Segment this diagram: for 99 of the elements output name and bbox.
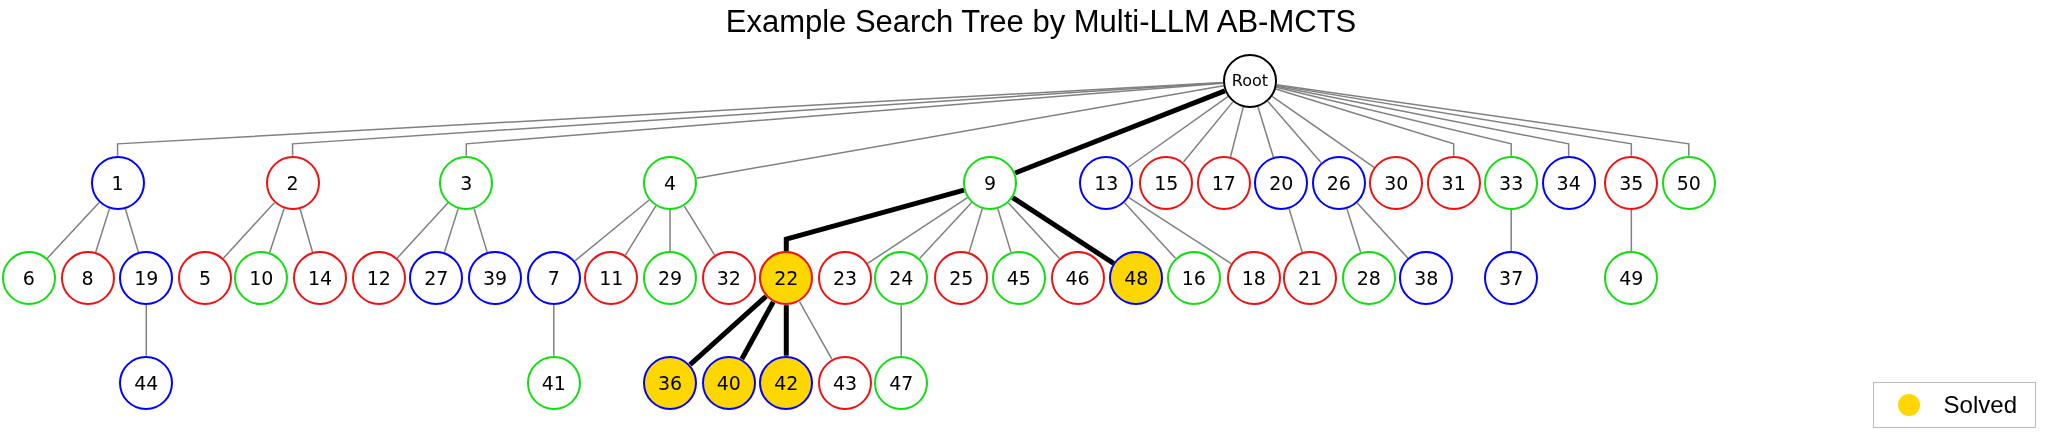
tree-node: 22 (759, 251, 814, 306)
tree-edge (783, 305, 789, 356)
tree-node: 25 (934, 251, 989, 306)
tree-node: 20 (1254, 155, 1309, 210)
tree-node: 40 (701, 355, 756, 410)
tree-node: 15 (1139, 155, 1194, 210)
tree-edge (900, 304, 902, 357)
tree-node: 14 (293, 251, 347, 306)
tree-edge (1630, 209, 1633, 252)
tree-edge (1014, 88, 1226, 176)
tree-node: 49 (1604, 251, 1659, 306)
tree-edge (798, 301, 833, 360)
tree-node: 31 (1426, 155, 1481, 210)
tree-node: 33 (1484, 155, 1539, 210)
tree-node: 38 (1399, 251, 1454, 306)
tree-edge (94, 207, 111, 254)
tree-node: 46 (1050, 251, 1105, 306)
tree-edge (1288, 207, 1303, 254)
tree-node: 35 (1604, 155, 1659, 210)
tree-node: 29 (643, 251, 698, 306)
tree-edge (124, 207, 140, 254)
tree-node: 48 (1109, 251, 1164, 306)
tree-node: 37 (1484, 251, 1539, 306)
tree-node: 30 (1369, 155, 1424, 210)
tree-node: 12 (351, 251, 406, 306)
tree-edge (1123, 202, 1177, 260)
tree-edge (573, 199, 650, 262)
tree-edge (1356, 202, 1409, 260)
tree-node: 19 (119, 251, 174, 306)
tree-node: 27 (409, 251, 464, 306)
tree-node: 3 (439, 155, 494, 210)
tree-edge (1275, 86, 1512, 157)
tree-node: 4 (643, 155, 698, 210)
tree-edge (1007, 202, 1061, 260)
tree-edge (1275, 85, 1570, 157)
tree-node: 2 (265, 155, 320, 210)
tree-edge (145, 304, 148, 357)
tree-node: Root (1222, 53, 1277, 108)
tree-edge (1011, 195, 1116, 266)
tree-edge (669, 209, 671, 252)
tree-node: 42 (759, 355, 814, 410)
tree-edge (553, 304, 555, 357)
tree-node: 50 (1661, 155, 1716, 210)
tree-edge (968, 207, 983, 254)
tree-node: 47 (874, 355, 929, 410)
tree-edge (624, 205, 657, 256)
tree-node: 28 (1341, 251, 1396, 306)
tree-node: 16 (1166, 251, 1221, 306)
tree-edge (1271, 95, 1375, 169)
tree-node: 13 (1079, 155, 1134, 210)
tree-node: 41 (526, 355, 581, 410)
tree-node: 24 (874, 251, 929, 306)
tree-edge (473, 207, 488, 254)
tree-node: 7 (526, 251, 581, 306)
tree-edge (396, 202, 449, 260)
tree-edge (268, 207, 285, 254)
tree-node: 26 (1311, 155, 1366, 210)
tree-edge (1127, 95, 1229, 168)
tree-edge (783, 187, 965, 252)
tree-node: 32 (701, 251, 756, 306)
chart-title: Example Search Tree by Multi-LLM AB-MCTS (724, 4, 1358, 40)
tree-node: 18 (1226, 251, 1281, 306)
tree-node: 9 (963, 155, 1018, 210)
legend-label: Solved (1943, 391, 2017, 419)
tree-node: 17 (1196, 155, 1251, 210)
tree-node: 43 (818, 355, 873, 410)
tree-edge (1346, 207, 1362, 254)
tree-node: 21 (1283, 251, 1338, 306)
tree-edge (299, 208, 314, 253)
tree-edge (739, 300, 776, 361)
tree-node: 39 (468, 251, 522, 306)
tree-edge (997, 207, 1012, 254)
tree-node: 6 (1, 251, 56, 306)
tree-edge (683, 205, 716, 256)
tree-node: 36 (643, 355, 698, 410)
tree-edge (1257, 106, 1275, 158)
tree-node: 1 (90, 155, 145, 210)
tree-edge (695, 84, 1225, 179)
tree-edge (1182, 101, 1234, 163)
tree-edge (866, 196, 969, 265)
tree-edge (1510, 209, 1512, 252)
tree-edge (918, 201, 973, 260)
tree-edge (443, 207, 459, 254)
tree-node: 34 (1541, 155, 1596, 210)
tree-node: 10 (234, 251, 289, 306)
tree-edge (222, 202, 276, 260)
tree-edge (1128, 196, 1232, 265)
tree-node: 44 (119, 355, 174, 410)
tree-edge (46, 201, 100, 260)
tree-node: 8 (60, 251, 115, 306)
tree-edge (1229, 106, 1244, 158)
tree-edge (465, 82, 1224, 157)
tree-node: 5 (178, 251, 233, 306)
tree-node: 45 (991, 251, 1046, 306)
tree-node: 23 (818, 251, 873, 306)
tree-edge (688, 294, 768, 367)
tree-edge (1266, 100, 1322, 164)
tree-edge (1275, 88, 1455, 157)
tree-node: 11 (584, 251, 639, 306)
